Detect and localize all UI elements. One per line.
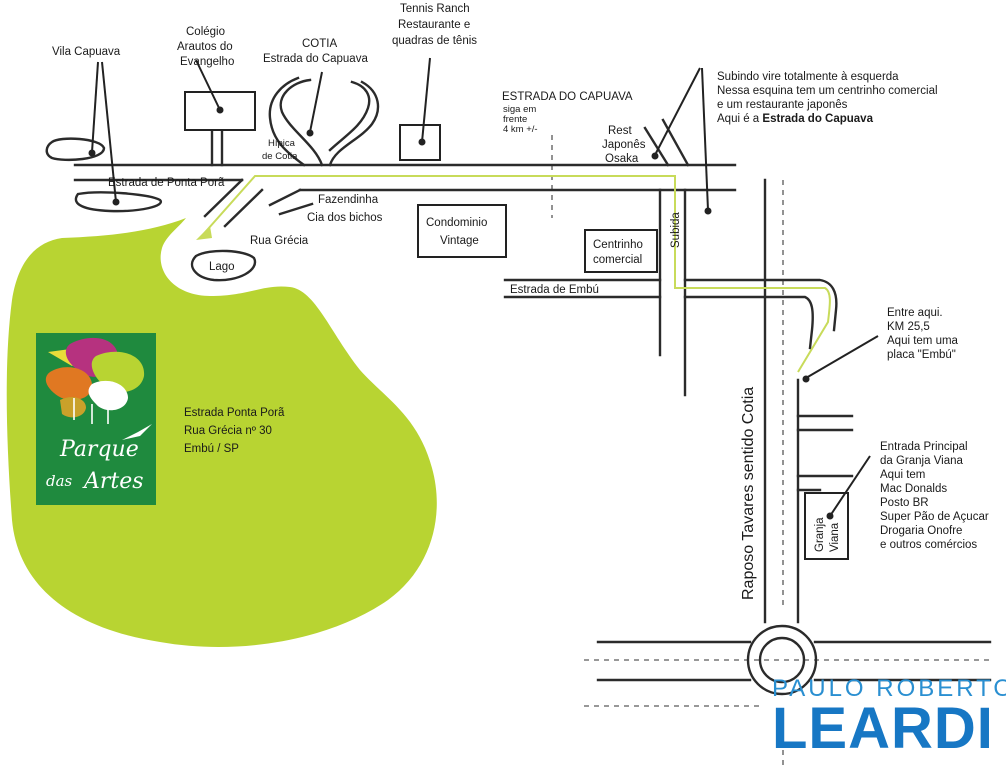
label-centrinho-1: Centrinho bbox=[593, 239, 643, 251]
label-subindo-3: e um restaurante japonês bbox=[717, 99, 848, 111]
label-subindo-2: Nessa esquina tem um centrinho comercial bbox=[717, 85, 938, 97]
label-address-1: Estrada Ponta Porã bbox=[184, 407, 285, 419]
label-subindo-1: Subindo vire totalmente à esquerda bbox=[717, 71, 899, 83]
label-cotia-1: COTIA bbox=[302, 38, 337, 50]
label-entrada-2: da Granja Viana bbox=[880, 455, 964, 467]
label-siga-3: 4 km +/- bbox=[503, 124, 538, 135]
watermark-line1: PAULO ROBERTO bbox=[772, 675, 1006, 702]
label-siga-2: frente bbox=[503, 114, 527, 125]
label-address-3: Embú / SP bbox=[184, 443, 239, 455]
label-lago: Lago bbox=[209, 261, 235, 273]
label-estrada-capuava: ESTRADA DO CAPUAVA bbox=[502, 91, 633, 103]
label-colegio-2: Arautos do bbox=[177, 41, 233, 53]
label-rua-grecia: Rua Grécia bbox=[250, 235, 309, 247]
route-path bbox=[199, 175, 831, 373]
label-tennis-2: Restaurante e bbox=[398, 19, 470, 31]
label-entrada-6: Super Pão de Açucar bbox=[880, 511, 989, 523]
condominio-box bbox=[417, 204, 507, 258]
label-siga-1: siga em bbox=[503, 104, 536, 115]
label-rest-2: Japonês bbox=[602, 139, 646, 151]
logo-word-parque: Parque bbox=[59, 437, 139, 462]
label-granja-2: Viana bbox=[829, 522, 841, 552]
label-condominio-1: Condominio bbox=[426, 217, 487, 229]
pointers bbox=[88, 57, 879, 520]
roads bbox=[45, 76, 992, 696]
parque-das-artes-logo: Parque das Artes bbox=[36, 333, 156, 505]
logo-word-das: das bbox=[46, 472, 73, 490]
label-colegio-3: Evangelho bbox=[180, 56, 234, 68]
label-subida: Subida bbox=[670, 212, 682, 248]
label-rest-3: Osaka bbox=[605, 153, 639, 165]
label-hipica-2: de Cotia bbox=[262, 151, 298, 162]
label-aqui-e: Aqui é a Estrada do Capuava bbox=[717, 113, 874, 125]
centrinho-box bbox=[584, 229, 658, 273]
label-entre-aqui-1: Entre aqui. bbox=[887, 307, 943, 319]
park-area bbox=[6, 218, 437, 647]
label-tennis-1: Tennis Ranch bbox=[400, 3, 470, 15]
label-hipica-1: Hípica bbox=[268, 138, 296, 149]
label-condominio-2: Vintage bbox=[440, 235, 479, 247]
label-entrada-8: e outros comércios bbox=[880, 539, 977, 551]
label-fazendinha-2: Cia dos bichos bbox=[307, 212, 383, 224]
label-cotia-2: Estrada do Capuava bbox=[263, 53, 368, 65]
label-raposo-tavares: Raposo Tavares sentido Cotia bbox=[740, 387, 757, 600]
label-entrada-1: Entrada Principal bbox=[880, 441, 968, 453]
label-entre-aqui-2: KM 25,5 bbox=[887, 321, 930, 333]
label-entre-aqui-3: Aqui tem uma bbox=[887, 335, 959, 347]
label-vila-capuava: Vila Capuava bbox=[52, 46, 121, 58]
label-entrada-7: Drogaria Onofre bbox=[880, 525, 962, 537]
route-arrow bbox=[196, 226, 212, 240]
granja-box bbox=[804, 492, 849, 560]
label-entrada-4: Mac Donalds bbox=[880, 483, 947, 495]
label-fazendinha-1: Fazendinha bbox=[318, 194, 379, 206]
label-tennis-3: quadras de tênis bbox=[392, 35, 477, 47]
watermark-line2: LEARDI bbox=[772, 696, 994, 761]
label-entre-aqui-4: placa "Embú" bbox=[887, 349, 956, 361]
watermark-logo: PAULO ROBERTO LEARDI bbox=[772, 675, 1006, 761]
label-estrada-ponta-pora: Estrada de Ponta Porã bbox=[108, 177, 225, 189]
label-centrinho-2: comercial bbox=[593, 254, 642, 266]
label-colegio-1: Colégio bbox=[186, 26, 225, 38]
label-entrada-5: Posto BR bbox=[880, 497, 929, 509]
label-rest-1: Rest bbox=[608, 125, 632, 137]
logo-word-artes: Artes bbox=[82, 469, 144, 494]
label-estrada-embu: Estrada de Embú bbox=[510, 284, 599, 296]
label-entrada-3: Aqui tem bbox=[880, 469, 925, 481]
label-address-2: Rua Grécia nº 30 bbox=[184, 425, 272, 437]
label-granja-1: Granja bbox=[814, 517, 826, 552]
